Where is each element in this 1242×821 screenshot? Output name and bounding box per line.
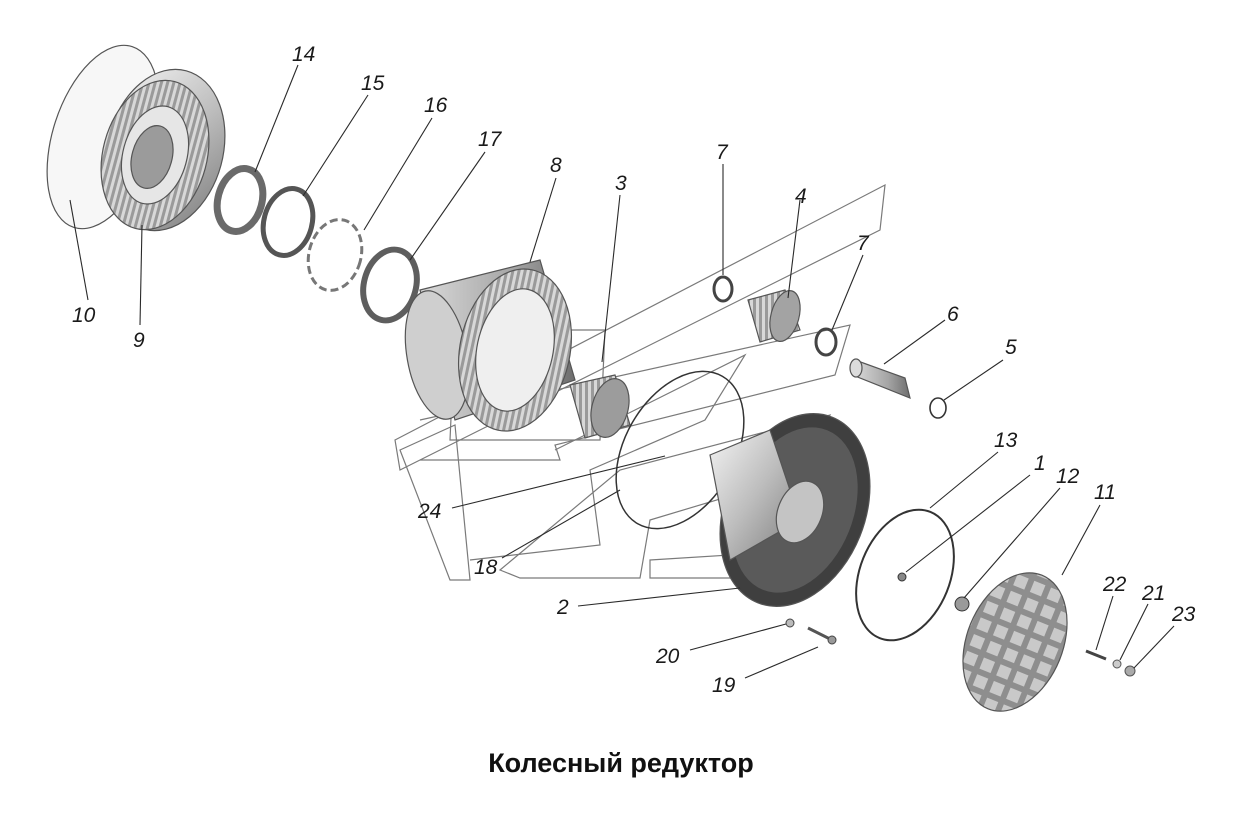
callout-9: 9	[133, 329, 145, 352]
callout-22: 22	[1102, 573, 1127, 596]
part-4-gear	[747, 289, 801, 343]
callout-1: 1	[1034, 452, 1046, 475]
part-23-nut	[1124, 665, 1136, 677]
callout-10: 10	[72, 304, 96, 327]
part-20-washer	[785, 618, 795, 628]
part-11-cover	[962, 572, 1068, 712]
callout-24: 24	[417, 500, 441, 523]
part-2-carrier	[709, 413, 871, 607]
part-8-ring-gear	[404, 259, 576, 432]
callout-21: 21	[1141, 582, 1165, 605]
callout-2: 2	[556, 596, 569, 619]
callout-labels: 10 9 14 15 16 17 8 3 7 4 7 6 5 24 18 2 1…	[72, 43, 1196, 697]
callout-13: 13	[994, 429, 1018, 452]
callout-12: 12	[1056, 465, 1080, 488]
leader-lines	[69, 64, 1175, 679]
callout-3: 3	[615, 172, 627, 195]
callout-20: 20	[655, 645, 680, 668]
callout-15: 15	[361, 72, 385, 95]
diagram-caption: Колесный редуктор	[488, 748, 754, 778]
part-19-bolt	[807, 626, 837, 645]
part-13-gasket	[855, 508, 955, 642]
part-1-plug	[897, 572, 907, 582]
callout-16: 16	[424, 94, 448, 117]
part-15-ring	[260, 186, 316, 258]
callout-18: 18	[474, 556, 498, 579]
callout-6: 6	[947, 303, 959, 326]
callout-17: 17	[478, 128, 503, 151]
callout-4: 4	[795, 185, 807, 208]
callout-23: 23	[1171, 603, 1196, 626]
part-12-nut	[954, 596, 970, 612]
callout-19: 19	[712, 674, 736, 697]
part-21-washer	[1112, 659, 1122, 669]
part-7-washer-upper	[712, 275, 734, 303]
callout-8: 8	[550, 154, 562, 177]
part-9-hub	[100, 68, 226, 232]
part-14-ring	[213, 165, 267, 235]
callout-7-lower: 7	[857, 232, 870, 255]
callout-5: 5	[1005, 336, 1017, 359]
part-7-washer-lower	[814, 327, 838, 357]
part-6-axle	[849, 358, 911, 399]
part-17-ring	[360, 246, 420, 324]
part-16-lock-washer	[306, 218, 364, 292]
callout-7-upper: 7	[716, 141, 729, 164]
part-5-snap-ring	[929, 397, 947, 419]
callout-11: 11	[1094, 481, 1116, 504]
part-3-pinion	[569, 374, 631, 439]
callout-14: 14	[292, 43, 315, 66]
part-22-pin	[1085, 649, 1107, 661]
